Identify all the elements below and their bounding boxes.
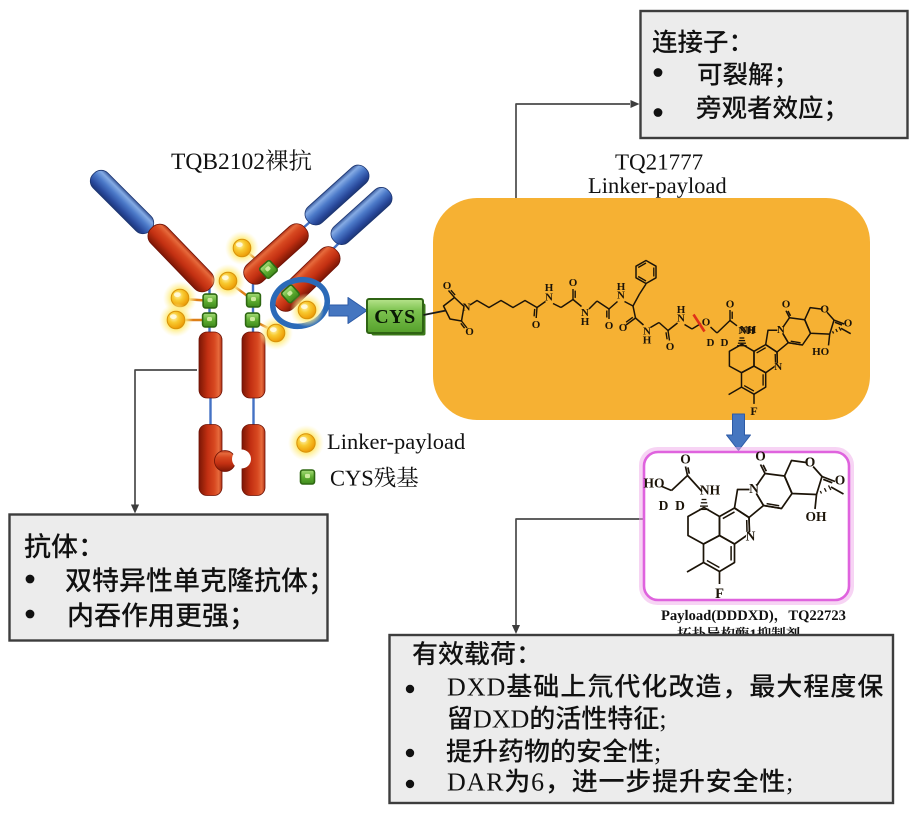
svg-text:D: D [721,337,729,349]
svg-text:H: H [643,335,652,347]
svg-text:D: D [675,498,685,513]
svg-text:D: D [659,498,669,513]
svg-text:O: O [844,317,853,329]
svg-text:N: N [749,481,759,496]
svg-text:O: O [820,303,829,315]
svg-text:OH: OH [805,509,827,524]
svg-text:O: O [680,452,691,467]
svg-text:N: N [677,313,685,325]
svg-text:N: N [463,302,471,314]
svg-text:H: H [617,281,626,293]
svg-text:Linker-payload: Linker-payload [327,429,465,454]
svg-text:O: O [726,299,735,311]
svg-text:NH: NH [740,324,757,336]
svg-text:O: O [605,320,614,332]
svg-text:F: F [715,586,724,602]
svg-text:O: O [532,319,541,331]
svg-text:NH: NH [738,325,755,337]
svg-text:N: N [643,326,651,338]
svg-text:O: O [569,277,578,289]
svg-text:O: O [465,326,474,338]
svg-text:CYS: CYS [374,306,416,328]
svg-text:HO: HO [643,476,664,491]
svg-text:D: D [707,337,715,349]
svg-text:O: O [619,322,628,334]
svg-text:NH: NH [700,483,721,498]
svg-text:O: O [666,341,675,353]
svg-text:N: N [545,292,553,304]
svg-text:O: O [805,455,816,470]
svg-text:O: O [443,280,452,292]
svg-text:N: N [774,361,782,373]
svg-text:F: F [750,404,757,418]
svg-text:O: O [782,299,791,311]
svg-text:HO: HO [812,346,830,358]
svg-text:O: O [702,317,711,329]
svg-text:N: N [581,307,589,319]
svg-text:N: N [777,324,785,336]
svg-text:H: H [545,282,554,294]
svg-text:N: N [746,529,756,544]
svg-text:N: N [617,290,625,302]
svg-text:O: O [755,449,766,464]
svg-text:O: O [835,473,846,488]
svg-text:H: H [677,304,686,316]
svg-text:H: H [581,316,590,328]
